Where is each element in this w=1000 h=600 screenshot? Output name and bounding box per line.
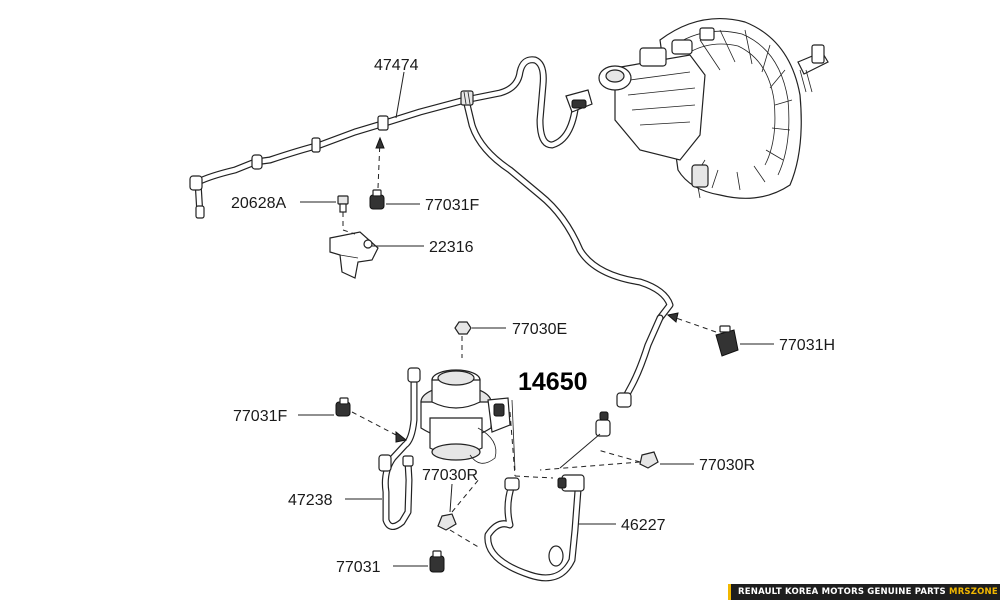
part-labels: 47474 20628A 77031F 22316 77030E 77031H …: [231, 57, 835, 576]
label-77031F-left: 77031F: [233, 408, 287, 425]
label-22316: 22316: [429, 239, 474, 256]
brake-booster-illustration: [598, 17, 829, 199]
label-14650: 14650: [518, 368, 588, 396]
label-77030E: 77030E: [512, 321, 567, 338]
hose-47238: [378, 367, 421, 530]
label-47238: 47238: [288, 492, 333, 509]
footer-text: RENAULT KOREA MOTORS GENUINE PARTS: [738, 587, 946, 597]
label-77031H: 77031H: [779, 337, 835, 354]
hose-46227: [484, 314, 664, 582]
label-77031: 77031: [336, 559, 381, 576]
clip-77031-bottom: [429, 550, 445, 573]
nut-77030R-mid: [437, 477, 481, 549]
clip-77031F-left: [335, 397, 408, 443]
hose-47474: [189, 56, 674, 322]
clip-77031F-top: [369, 136, 385, 210]
label-20628A: 20628A: [231, 195, 286, 212]
footer-watermark: RENAULT KOREA MOTORS GENUINE PARTS MRSZO…: [728, 584, 1000, 600]
label-77031F-top: 77031F: [425, 197, 479, 214]
label-77030R-mid: 77030R: [422, 467, 478, 484]
nut-77030E: [454, 321, 472, 358]
label-47474: 47474: [374, 57, 419, 74]
bracket-22316: [329, 212, 379, 279]
clip-77031H: [666, 312, 739, 357]
leader-lines: [298, 71, 774, 567]
nut-77030R-right: [539, 449, 659, 471]
label-77030R-right: 77030R: [699, 457, 755, 474]
footer-brand: MRSZONE: [949, 587, 998, 597]
vacuum-pump-14650: [420, 369, 516, 471]
label-46227: 46227: [621, 517, 666, 534]
bolt-20628A: [337, 195, 349, 213]
